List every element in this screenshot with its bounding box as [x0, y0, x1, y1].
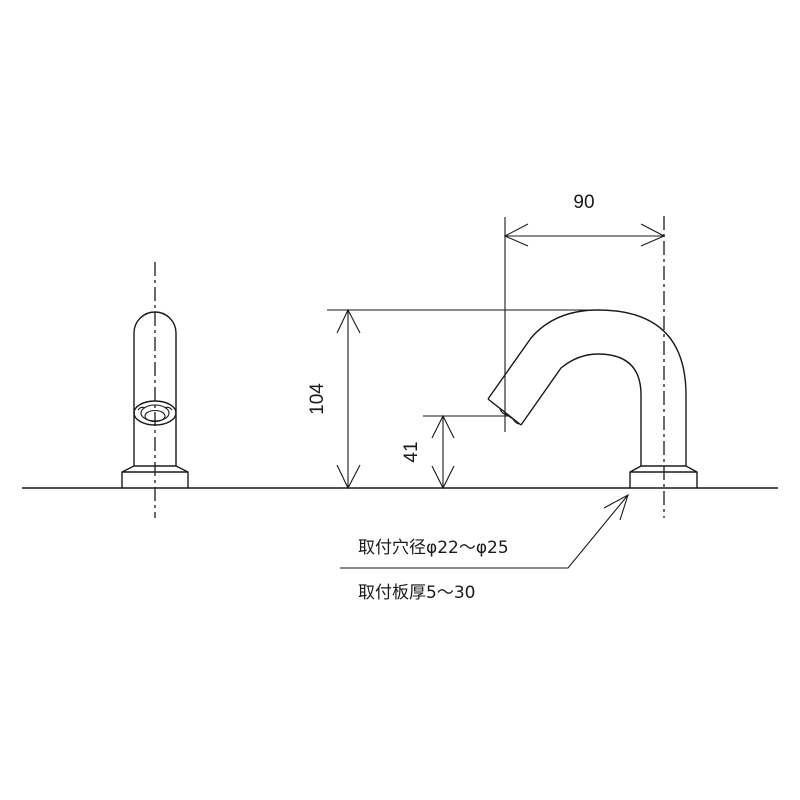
mounting-note-leader	[340, 493, 629, 569]
front-view-body	[133, 311, 177, 466]
side-view	[487, 216, 698, 518]
dimension-reach-label: 90	[573, 192, 594, 213]
sensor-window-icon	[133, 400, 177, 426]
spout-inner	[520, 353, 642, 466]
dimension-outlet-height-label: 41	[401, 441, 422, 462]
front-view	[121, 262, 189, 518]
mounting-hole-note: 取付穴径φ22〜φ25	[358, 538, 509, 558]
spout-outer	[487, 309, 687, 466]
dimension-overall-height: 104	[307, 308, 598, 490]
mounting-thickness-note: 取付板厚5〜30	[358, 583, 475, 603]
aerator-icon	[499, 408, 520, 425]
dimension-overall-height-label: 104	[307, 383, 328, 415]
dimension-outlet-height: 41	[401, 414, 510, 490]
front-view-base	[121, 465, 189, 488]
dimension-reach: 90	[503, 192, 666, 432]
